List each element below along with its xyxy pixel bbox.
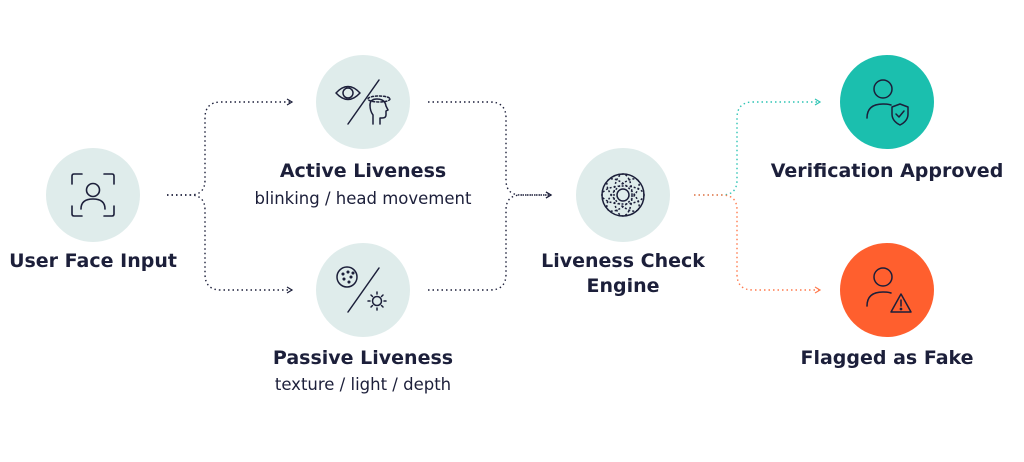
node-flagged-as-fake bbox=[840, 243, 934, 337]
globe-grid-icon bbox=[601, 173, 645, 217]
sublabel-passive-liveness: texture / light / depth bbox=[274, 375, 452, 394]
texture-light-icon bbox=[336, 266, 387, 313]
sublabel-active-liveness: blinking / head movement bbox=[254, 189, 472, 208]
label-flagged-as-fake: Flagged as Fake bbox=[800, 347, 974, 369]
eye-head-icon bbox=[335, 79, 391, 125]
node-active-liveness bbox=[316, 55, 410, 149]
label-user-face-input: User Face Input bbox=[9, 250, 177, 272]
connector-engine-fake bbox=[694, 194, 822, 294]
label-active-liveness: Active Liveness bbox=[279, 160, 447, 182]
connector-active-engine bbox=[428, 101, 553, 199]
label-engine-line2: Engine bbox=[586, 275, 660, 297]
label-passive-liveness: Passive Liveness bbox=[272, 347, 454, 369]
user-shield-icon bbox=[866, 79, 909, 126]
face-scan-icon bbox=[71, 173, 115, 217]
node-passive-liveness bbox=[316, 243, 410, 337]
label-verification-approved: Verification Approved bbox=[770, 160, 1004, 182]
node-liveness-check-engine bbox=[576, 148, 670, 242]
label-engine-line1: Liveness Check bbox=[541, 250, 705, 272]
node-verification-approved bbox=[840, 55, 934, 149]
connector-passive-engine bbox=[428, 191, 553, 291]
connector-input-passive bbox=[167, 194, 294, 294]
user-warning-icon bbox=[866, 267, 912, 313]
node-user-face-input bbox=[46, 148, 140, 242]
